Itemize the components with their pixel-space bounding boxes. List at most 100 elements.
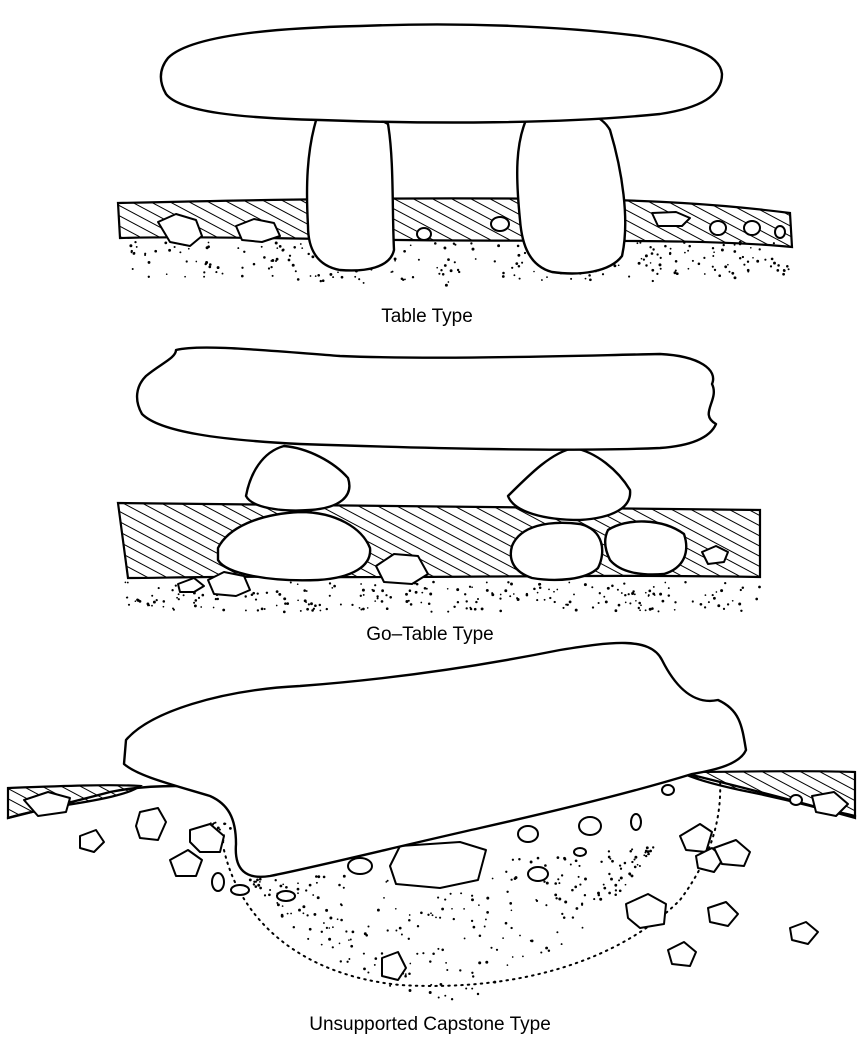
stipple-dot <box>688 268 690 270</box>
stipple-dot <box>618 264 620 266</box>
stipple-dot <box>648 594 650 596</box>
stipple-dot <box>340 919 343 922</box>
stipple-dot <box>178 593 180 595</box>
stipple-dot <box>200 606 202 608</box>
stipple-dot <box>611 585 614 588</box>
stipple-dot <box>530 861 533 864</box>
stipple-dot <box>329 582 331 584</box>
stipple-dot <box>354 276 356 278</box>
soil-pebble <box>491 217 509 231</box>
stipple-dot <box>541 279 543 281</box>
stipple-dot <box>188 248 190 250</box>
stipple-dot <box>649 608 652 611</box>
stipple-dot <box>253 263 256 266</box>
stipple-dot <box>645 592 647 594</box>
stipple-dot <box>129 244 132 247</box>
stipple-dot <box>514 877 517 880</box>
stipple-dot <box>512 859 514 861</box>
stipple-dot <box>215 271 217 273</box>
stipple-dot <box>502 272 505 275</box>
stipple-dot <box>505 871 507 873</box>
stipple-dot <box>416 953 418 955</box>
stipple-dot <box>395 930 397 932</box>
stipple-dot <box>333 585 336 588</box>
stipple-dot <box>244 595 246 597</box>
stipple-dot <box>409 589 412 592</box>
stipple-dot <box>126 597 128 599</box>
stipple-dot <box>381 600 384 603</box>
stipple-dot <box>492 878 494 880</box>
stipple-dot <box>556 931 558 933</box>
stipple-dot <box>554 601 556 603</box>
stipple-dot <box>377 909 380 912</box>
stipple-dot <box>444 264 447 267</box>
stipple-dot <box>154 250 157 253</box>
stipple-dot <box>705 594 707 596</box>
stipple-dot <box>279 245 282 248</box>
stipple-dot <box>278 593 281 596</box>
go-table-type-caption: Go–Table Type <box>366 624 493 645</box>
stipple-dot <box>215 598 217 600</box>
stipple-dot <box>184 276 186 278</box>
stipple-dot <box>471 972 473 974</box>
stipple-dot <box>782 273 785 276</box>
stipple-dot <box>669 252 671 254</box>
stipple-dot <box>203 271 205 273</box>
stipple-dot <box>405 973 407 975</box>
stipple-dot <box>317 274 320 277</box>
stipple-dot <box>315 875 318 878</box>
stipple-dot <box>716 591 718 593</box>
stipple-dot <box>739 243 742 246</box>
stipple-dot <box>712 266 714 268</box>
pebble <box>212 873 224 891</box>
stipple-dot <box>269 889 271 891</box>
stipple-dot <box>563 916 566 919</box>
stipple-dot <box>320 610 322 612</box>
stipple-dot <box>139 600 142 603</box>
stipple-dot <box>619 864 621 866</box>
stipple-dot <box>460 892 462 894</box>
pebble <box>80 830 104 852</box>
stipple-dot <box>638 602 641 605</box>
left-upright-stone <box>307 112 394 270</box>
stipple-dot <box>502 937 504 939</box>
stipple-dot <box>554 894 557 897</box>
stipple-dot <box>539 583 541 585</box>
stipple-dot <box>518 265 521 268</box>
stipple-dot <box>424 587 427 590</box>
stipple-dot <box>438 273 440 275</box>
stipple-dot <box>723 608 725 610</box>
stipple-dot <box>285 886 288 889</box>
stipple-dot <box>546 276 548 278</box>
stipple-dot <box>656 253 658 255</box>
stipple-dot <box>755 598 758 601</box>
stipple-dot <box>195 261 197 263</box>
pebble <box>382 952 406 980</box>
stipple-dot <box>549 597 551 599</box>
stipple-dot <box>320 280 322 282</box>
stipple-dot <box>589 278 592 281</box>
stipple-dot <box>509 902 512 905</box>
stipple-dot <box>510 879 512 881</box>
stipple-dot <box>592 606 594 608</box>
stipple-dot <box>687 250 689 252</box>
stipple-dot <box>504 589 507 592</box>
capstone <box>161 24 722 122</box>
stipple-dot <box>213 607 215 609</box>
stipple-dot <box>509 595 511 597</box>
stipple-dot <box>415 591 418 594</box>
stipple-dot <box>183 594 185 596</box>
stipple-dot <box>522 956 524 958</box>
stipple-dot <box>684 581 686 583</box>
stipple-dot <box>263 256 266 259</box>
stipple-dot <box>674 609 676 611</box>
stipple-dot <box>602 273 604 275</box>
stipple-dot <box>639 865 641 867</box>
stipple-dot <box>289 255 291 257</box>
right-base-stone-b <box>605 521 686 574</box>
soil-pebble <box>710 221 726 235</box>
stipple-dot <box>451 908 453 910</box>
stipple-dot <box>469 586 471 588</box>
stipple-dot <box>546 882 549 885</box>
stipple-dot <box>578 865 580 867</box>
